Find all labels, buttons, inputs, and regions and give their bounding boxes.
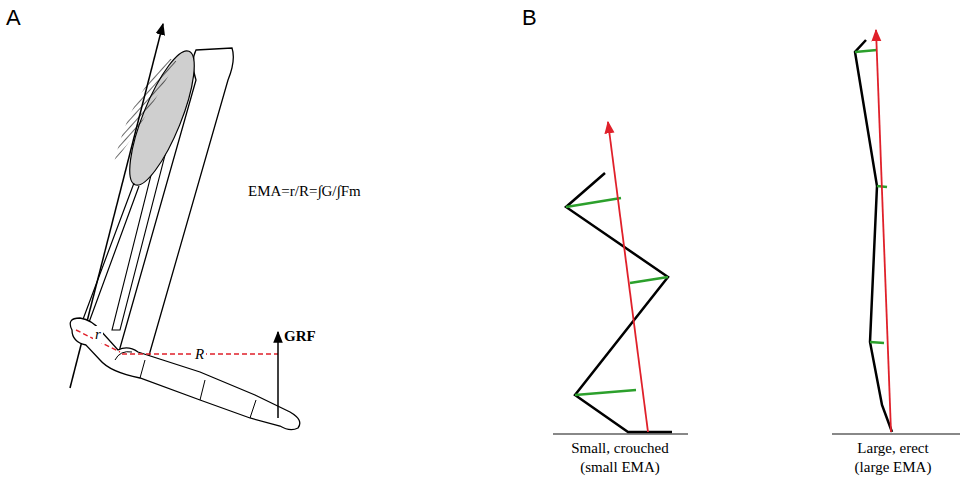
ground-line	[553, 433, 688, 435]
grf-vector	[876, 30, 891, 432]
grf-vector	[608, 122, 648, 432]
foot-joints	[115, 352, 256, 418]
limb-caption: Small, crouched	[571, 440, 668, 457]
muscle-hatching	[112, 53, 177, 168]
tendon	[82, 183, 139, 325]
ground-line	[832, 433, 960, 435]
moment-arm-line	[855, 50, 877, 52]
moment-arm-line	[575, 390, 636, 395]
panel-letter: A	[6, 6, 21, 30]
crouched-limb	[553, 122, 688, 434]
foot-bones	[70, 318, 300, 430]
limb-caption: Large, erect	[857, 440, 928, 457]
lever-arm-label: r	[93, 326, 103, 343]
grf-arrow	[277, 332, 279, 418]
panel-letter: B	[522, 6, 537, 30]
force-label: GRF	[284, 328, 316, 345]
limb-caption: (large EMA)	[855, 459, 932, 476]
limb-caption: (small EMA)	[580, 459, 660, 476]
moment-arm-line	[870, 342, 884, 343]
leg-illustration	[70, 24, 300, 430]
equation: EMA=r/R=∫G/∫Fm	[248, 183, 361, 200]
lever-arm-label: R	[193, 346, 206, 363]
moment-arm-line	[630, 277, 668, 283]
moment-arm-line	[566, 198, 621, 207]
erect-limb	[832, 30, 960, 434]
limb-segments	[855, 40, 892, 432]
